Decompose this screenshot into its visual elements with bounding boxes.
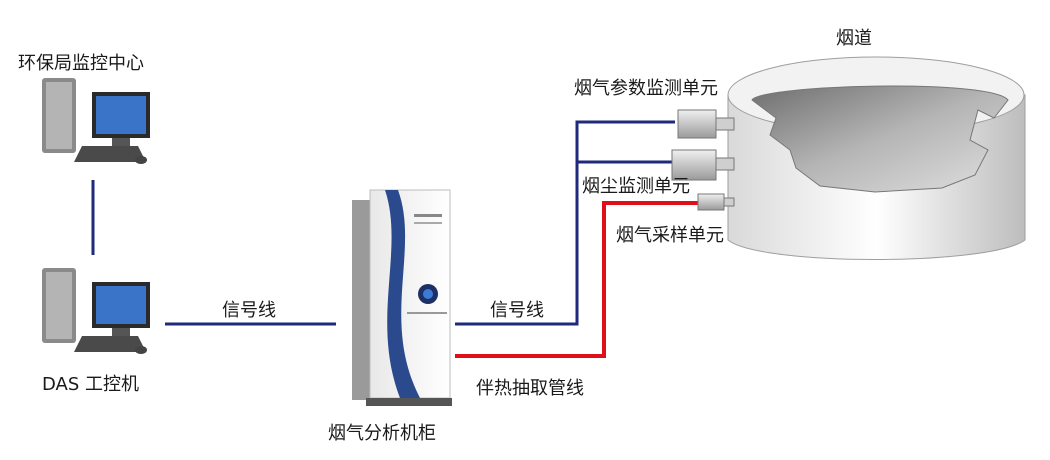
flue-label: 烟道 <box>836 28 872 49</box>
flue-gas-param-unit-label: 烟气参数监测单元 <box>574 78 718 99</box>
das-pc-label: DAS 工控机 <box>42 374 140 395</box>
signal-line-left-label: 信号线 <box>222 300 276 321</box>
sampling-unit-icon <box>697 193 735 211</box>
heated-line-label: 伴热抽取管线 <box>476 378 584 399</box>
analyzer-cabinet-icon <box>352 189 452 406</box>
signal-line-right <box>455 120 675 326</box>
flue-stack-icon <box>727 56 1026 260</box>
epb-center-label: 环保局监控中心 <box>18 53 144 74</box>
dust-unit-label: 烟尘监测单元 <box>582 176 690 197</box>
sampling-unit-label: 烟气采样单元 <box>616 225 724 246</box>
das-computer-icon <box>42 268 150 354</box>
signal-line-right-label: 信号线 <box>490 300 544 321</box>
flue-gas-param-unit-icon <box>677 109 735 139</box>
dust-unit-icon <box>671 149 735 181</box>
epb-computer-icon <box>42 78 150 164</box>
heated-sampling-line <box>455 201 698 358</box>
cabinet-label: 烟气分析机柜 <box>328 423 436 444</box>
